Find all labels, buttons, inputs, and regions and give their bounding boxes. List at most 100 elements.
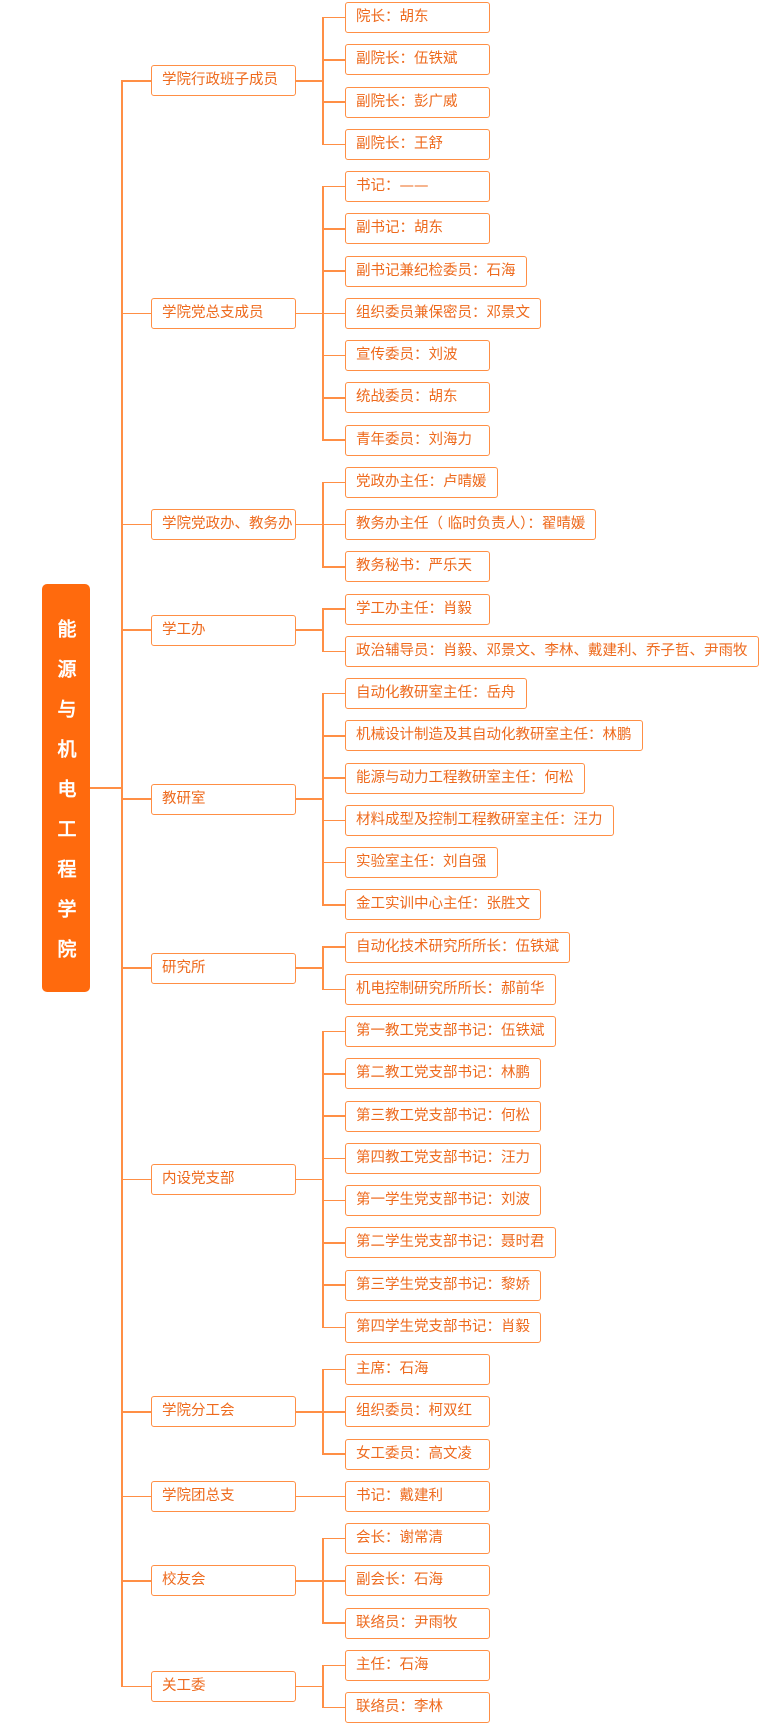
member-node: 第一教工党支部书记：伍铁斌 <box>345 1016 556 1047</box>
connector <box>322 861 345 864</box>
member-node: 第二教工党支部书记：林鹏 <box>345 1058 541 1090</box>
member-node: 第四教工党支部书记：汪力 <box>345 1142 541 1174</box>
root-node: 能源与机电工程学院 <box>42 584 90 992</box>
group-node: 学工办 <box>151 614 296 646</box>
connector <box>322 101 345 103</box>
connector <box>322 1665 324 1708</box>
member-node: 机械设计制造及其自动化教研室主任：林鹏 <box>345 720 643 752</box>
connector <box>296 1685 322 1688</box>
member-node: 院长：胡东 <box>345 2 490 33</box>
connector <box>322 1115 345 1117</box>
connector <box>322 1157 345 1159</box>
member-node: 副院长：伍铁斌 <box>345 44 490 76</box>
root-label: 能源与机电工程学院 <box>54 618 77 979</box>
connector <box>322 735 345 737</box>
connector <box>322 312 345 314</box>
connector <box>322 904 345 906</box>
group-node: 教研室 <box>151 783 296 815</box>
connector <box>322 1580 345 1582</box>
connector <box>322 1199 345 1202</box>
member-node: 金工实训中心主任：张胜文 <box>345 889 541 921</box>
connector <box>322 988 345 990</box>
connector <box>90 787 121 789</box>
connector <box>322 946 345 948</box>
connector <box>121 1411 151 1413</box>
connector <box>322 609 324 652</box>
member-node: 会长：谢常清 <box>345 1523 490 1554</box>
member-node: 第四学生党支部书记：肖毅 <box>345 1311 541 1343</box>
group-node: 学院行政班子成员 <box>151 65 296 97</box>
connector <box>322 777 345 779</box>
group-node: 研究所 <box>151 952 296 984</box>
member-node: 书记：—— <box>345 171 490 202</box>
connector <box>121 967 151 969</box>
connector <box>322 17 324 145</box>
connector <box>322 1242 345 1244</box>
connector <box>322 1537 345 1540</box>
member-node: 联络员：尹雨牧 <box>345 1607 490 1639</box>
group-node: 校友会 <box>151 1565 296 1597</box>
connector <box>322 608 345 610</box>
member-node: 教务办主任（ 临时负责人）：翟晴媛 <box>345 509 597 540</box>
member-node: 副书记兼纪检委员：石海 <box>345 255 527 287</box>
group-node: 学院党政办、教务办 <box>151 509 296 540</box>
connector <box>296 1178 322 1181</box>
connector <box>322 1368 345 1371</box>
member-node: 教务秘书：严乐天 <box>345 551 490 583</box>
member-node: 机电控制研究所所长：郝前华 <box>345 973 556 1005</box>
member-node: 党政办主任：卢晴媛 <box>345 466 498 498</box>
member-node: 政治辅导员：肖毅、邓景文、李林、戴建利、乔子哲、尹雨牧 <box>345 635 759 667</box>
connector <box>322 481 345 483</box>
connector <box>121 1685 151 1688</box>
connector <box>322 819 345 821</box>
connector <box>322 566 345 568</box>
connector <box>322 270 345 272</box>
group-node: 内设党支部 <box>151 1163 296 1195</box>
member-node: 能源与动力工程教研室主任：何松 <box>345 762 585 794</box>
connector <box>322 947 324 990</box>
trunk-line <box>121 80 123 1687</box>
member-node: 主任：石海 <box>345 1649 490 1681</box>
connector <box>296 80 322 82</box>
connector <box>296 1495 322 1497</box>
connector <box>296 629 322 631</box>
member-node: 联络员：李林 <box>345 1692 490 1723</box>
member-node: 第三教工党支部书记：何松 <box>345 1100 541 1132</box>
connector <box>322 354 345 357</box>
connector <box>322 397 345 399</box>
member-node: 组织委员：柯双红 <box>345 1396 490 1428</box>
connector <box>322 693 324 905</box>
connector <box>322 59 345 61</box>
connector <box>322 1030 345 1033</box>
connector <box>322 1622 345 1624</box>
connector <box>322 523 345 526</box>
connector <box>296 798 322 800</box>
connector <box>322 185 345 188</box>
connector <box>296 312 322 314</box>
member-node: 自动化教研室主任：岳舟 <box>345 678 527 709</box>
group-node: 学院分工会 <box>151 1396 296 1428</box>
group-node: 学院党总支成员 <box>151 297 296 329</box>
member-node: 统战委员：胡东 <box>345 382 490 414</box>
connector <box>322 1073 345 1075</box>
member-node: 女工委员：高文凌 <box>345 1438 490 1470</box>
connector <box>322 1664 345 1666</box>
member-node: 书记：戴建利 <box>345 1480 490 1512</box>
connector <box>296 523 322 526</box>
member-node: 第二学生党支部书记：聂时君 <box>345 1227 556 1259</box>
connector <box>322 143 345 145</box>
member-node: 副会长：石海 <box>345 1565 490 1597</box>
member-node: 自动化技术研究所所长：伍铁斌 <box>345 931 570 963</box>
connector <box>322 1453 345 1455</box>
connector <box>322 1284 345 1286</box>
connector <box>322 16 345 19</box>
connector <box>121 523 151 526</box>
member-node: 主席：石海 <box>345 1354 490 1385</box>
connector <box>121 312 151 314</box>
member-node: 青年委员：刘海力 <box>345 424 490 456</box>
member-node: 材料成型及控制工程教研室主任：汪力 <box>345 804 614 836</box>
connector <box>322 1706 345 1709</box>
connector <box>121 1495 151 1497</box>
connector <box>322 650 345 652</box>
